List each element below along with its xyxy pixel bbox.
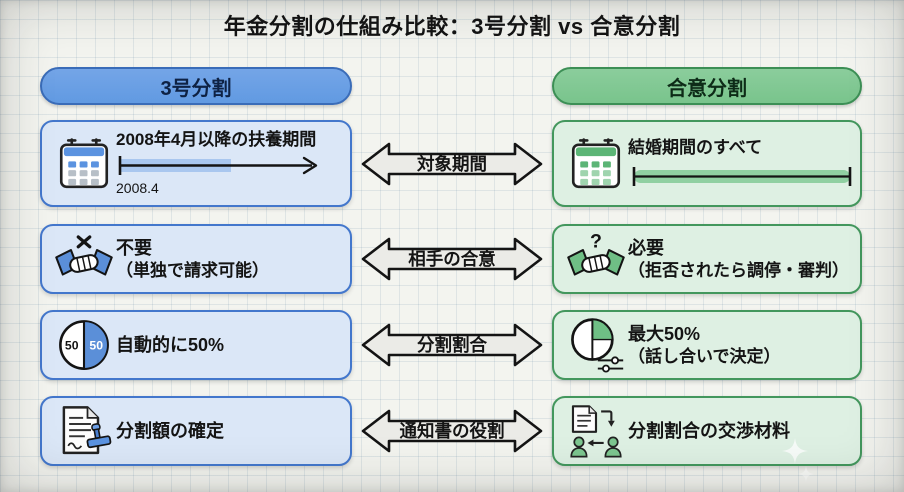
timeline-arrow-icon — [118, 156, 318, 176]
row-label-text: 対象期間 — [416, 154, 487, 174]
card-title: 分割額の確定 — [116, 420, 224, 441]
card-3gou-consent: 不要 （単独で請求可能） — [40, 224, 352, 294]
card-title: 必要 — [628, 238, 664, 259]
calendar-icon — [571, 137, 621, 188]
card-3gou-notice: 分割額の確定 — [40, 396, 352, 466]
double-arrow-icon: 通知書の役割 — [361, 409, 543, 453]
row-label-text: 相手の合意 — [408, 249, 496, 269]
column-header-3gou-label: 3号分割 — [160, 77, 232, 100]
card-3gou-ratio: 50 50 自動的に50% — [40, 310, 352, 380]
column-header-goui-label: 合意分割 — [667, 77, 747, 100]
double-arrow-icon: 分割割合 — [361, 323, 543, 367]
row-label-consent: 相手の合意 — [352, 235, 552, 283]
row-label-ratio: 分割割合 — [352, 321, 552, 369]
pie-right-value: 50 — [89, 338, 103, 352]
card-goui-period: 結婚期間のすべて — [552, 120, 862, 207]
card-title: 分割割合の交渉材料 — [628, 420, 790, 441]
page-title: 年金分割の仕組み比較：3号分割 vs 合意分割 — [223, 14, 681, 39]
column-header-goui-pill: 合意分割 — [552, 67, 862, 105]
card-subtitle: （拒否されたら調停・審判） — [628, 260, 849, 280]
document-stamp-icon — [62, 406, 112, 455]
pie-left-value: 50 — [65, 338, 79, 352]
card-title: 不要 — [116, 238, 152, 259]
card-goui-notice: 分割割合の交渉材料 — [552, 396, 862, 466]
card-goui-consent: ? 必要 （拒否されたら調停・審判） — [552, 224, 862, 294]
row-label-notice: 通知書の役割 — [352, 407, 552, 455]
document-people-icon — [570, 405, 622, 458]
row-label-text: 分割割合 — [417, 335, 487, 355]
pie-50-50-icon: 50 50 — [59, 320, 109, 370]
timeline-bar-icon — [632, 167, 852, 187]
card-title: 最大50% — [628, 324, 701, 345]
question-mark: ? — [590, 231, 602, 253]
handshake-x-icon — [55, 235, 113, 276]
card-title: 自動的に50% — [116, 334, 225, 355]
pie-adjust-icon — [571, 318, 624, 373]
calendar-icon — [59, 137, 109, 188]
double-arrow-icon: 対象期間 — [361, 142, 543, 185]
double-arrow-icon: 相手の合意 — [361, 237, 543, 281]
card-3gou-period: 2008年4月以降の扶養期間 2008.4 — [40, 120, 352, 207]
row-label-period: 対象期間 — [352, 140, 552, 188]
timeline-start-label: 2008.4 — [116, 180, 159, 197]
column-header-3gou-pill: 3号分割 — [40, 67, 352, 105]
handshake-question-icon: ? — [567, 231, 625, 276]
row-label-text: 通知書の役割 — [400, 421, 505, 441]
card-goui-ratio: 最大50% （話し合いで決定） — [552, 310, 862, 380]
card-title: 結婚期間のすべて — [628, 137, 763, 157]
card-title: 2008年4月以降の扶養期間 — [116, 130, 317, 150]
card-subtitle: （話し合いで決定） — [628, 346, 781, 366]
card-subtitle: （単独で請求可能） — [116, 260, 269, 280]
